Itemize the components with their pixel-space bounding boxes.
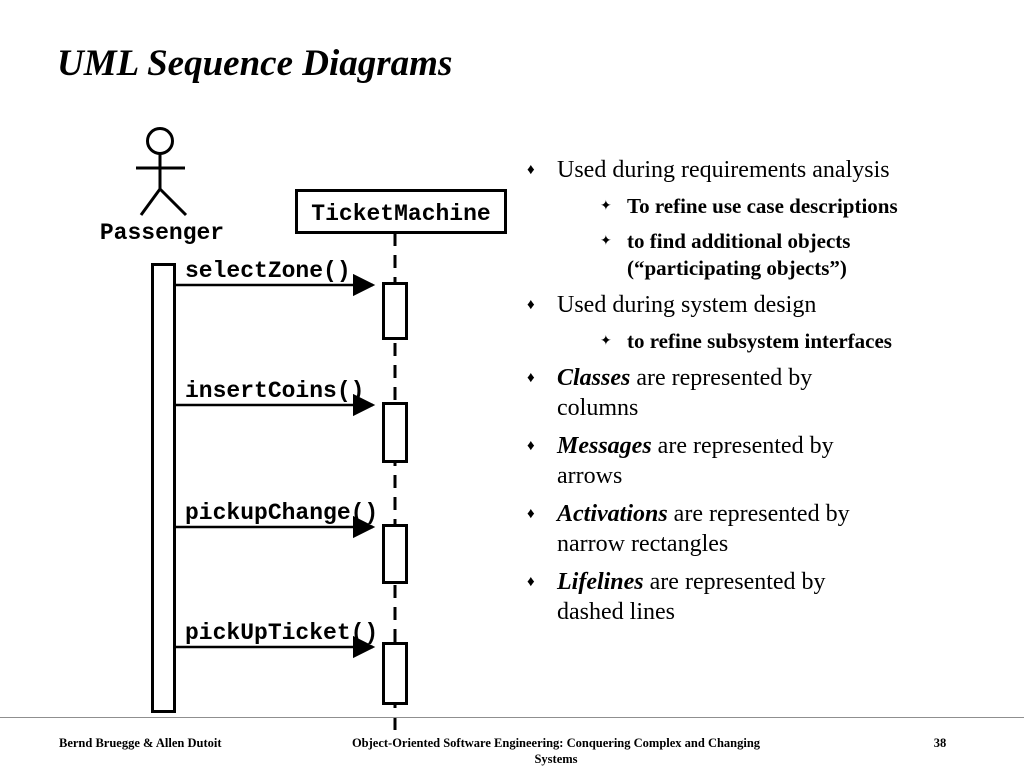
- object-box: [295, 189, 507, 234]
- message-arrows: [176, 273, 376, 659]
- bullet-item: ♦ Used during system design: [515, 290, 967, 320]
- diamond-bullet-icon: ♦: [527, 438, 535, 454]
- bullet-item: ✦ to refine subsystem interfaces: [515, 328, 967, 355]
- object-activation-bars: [382, 282, 408, 705]
- bullet-emphasis: Classes: [557, 365, 631, 391]
- bullet-text: to find additional objects(“participatin…: [627, 229, 851, 280]
- footer-divider: [0, 717, 1024, 718]
- bullet-list: ♦ Used during requirements analysis ✦ To…: [515, 155, 967, 635]
- message-label: pickUpTicket(): [185, 620, 378, 646]
- message-label: selectZone(): [185, 258, 351, 284]
- footer-book-title: Object-Oriented Software Engineering: Co…: [351, 736, 761, 766]
- actor-activation-bar: [151, 263, 176, 713]
- bullet-item: ✦ To refine use case descriptions: [515, 193, 967, 220]
- footer-page-number: 38: [933, 736, 947, 750]
- diamond-bullet-icon: ♦: [527, 162, 535, 178]
- bullet-emphasis: Lifelines: [557, 569, 644, 595]
- message-label: pickupChange(): [185, 500, 378, 526]
- star-bullet-icon: ✦: [600, 199, 612, 214]
- bullet-emphasis: Activations: [557, 501, 668, 527]
- bullet-text: Used during requirements analysis: [557, 157, 890, 183]
- actor-icon: [136, 127, 188, 217]
- star-bullet-icon: ✦: [600, 234, 612, 249]
- diamond-bullet-icon: ♦: [527, 297, 535, 313]
- footer-authors: Bernd Bruegge & Allen Dutoit: [59, 736, 222, 750]
- diamond-bullet-icon: ♦: [527, 370, 535, 386]
- actor-label: Passenger: [100, 220, 224, 246]
- bullet-item: ♦ Used during requirements analysis: [515, 155, 967, 185]
- message-label: insertCoins(): [185, 378, 364, 404]
- bullet-text: To refine use case descriptions: [627, 194, 898, 218]
- sequence-diagram: Passenger TicketMachine selectZone() ins…: [100, 127, 507, 731]
- bullet-emphasis: Messages: [557, 433, 652, 459]
- slide-title: UML Sequence Diagrams: [57, 43, 453, 84]
- diamond-bullet-icon: ♦: [527, 574, 535, 590]
- star-bullet-icon: ✦: [600, 334, 612, 349]
- diamond-bullet-icon: ♦: [527, 506, 535, 522]
- object-label: TicketMachine: [311, 201, 490, 227]
- bullet-item: ✦ to find additional objects(“participat…: [515, 228, 967, 282]
- bullet-text: Used during system design: [557, 292, 817, 318]
- bullet-text: to refine subsystem interfaces: [627, 329, 892, 353]
